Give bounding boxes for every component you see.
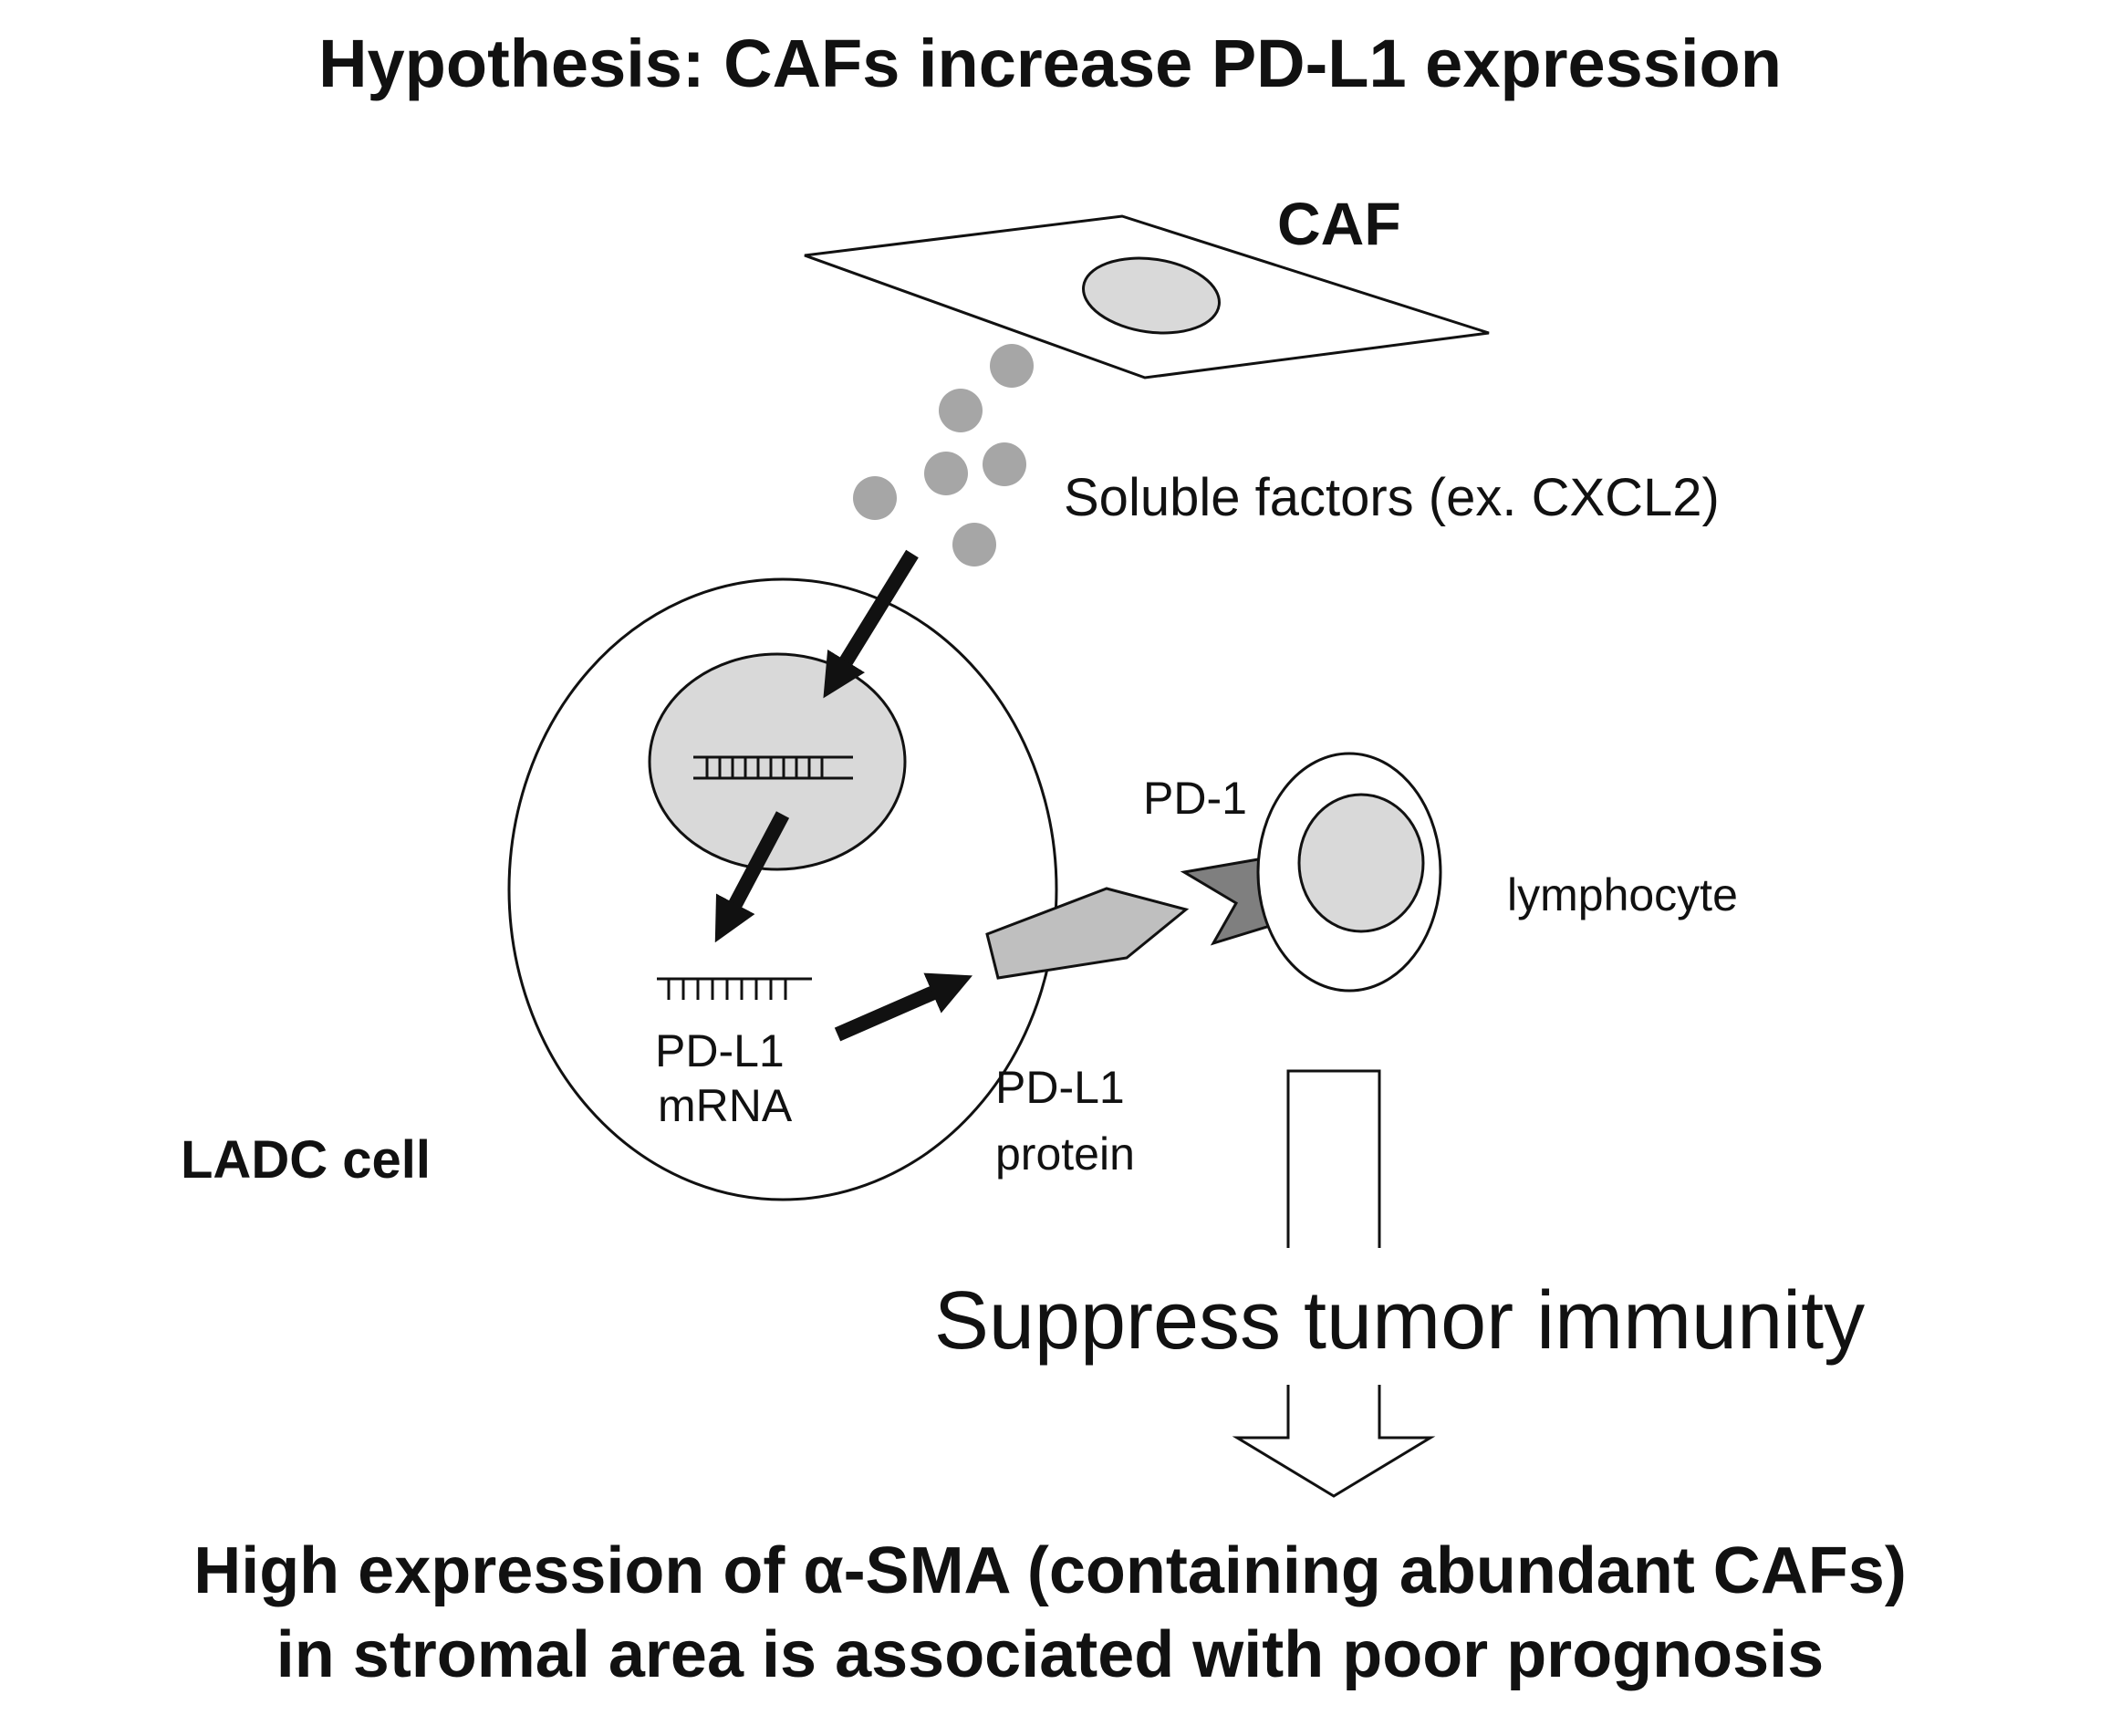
lymphocyte-nucleus xyxy=(1297,793,1425,933)
pdl1-protein-label-line1: PD-L1 xyxy=(995,1062,1125,1113)
factor-dot xyxy=(952,523,996,567)
factor-dot xyxy=(853,476,897,520)
pd1-label: PD-1 xyxy=(1143,773,1247,824)
pdl1-protein-shape xyxy=(985,887,1190,980)
suppress-immunity-text: Suppress tumor immunity xyxy=(934,1275,1865,1367)
ladc-cell-label: LADC cell xyxy=(181,1130,431,1190)
soluble-factors-label: Soluble factors (ex. CXCL2) xyxy=(1064,468,1720,527)
lymphocyte-label: lymphocyte xyxy=(1507,869,1738,920)
dna-icon xyxy=(693,755,853,780)
conclusion-line2: in stromal area is associated with poor … xyxy=(276,1618,1824,1691)
factor-dot xyxy=(990,344,1034,388)
pdl1-protein-label-line2: protein xyxy=(995,1128,1135,1180)
caf-label: CAF xyxy=(1277,190,1401,257)
ladc-nucleus xyxy=(648,652,907,871)
mrna-icon xyxy=(657,977,812,1000)
arrow-nucleus-to-mrna xyxy=(714,811,790,943)
caf-cell xyxy=(804,214,1490,379)
ladc-cell-body xyxy=(507,577,1058,1201)
diagram-title: Hypothesis: CAFs increase PD-L1 expressi… xyxy=(318,26,1782,101)
pdl1-mrna-label-line2: mRNA xyxy=(658,1080,793,1131)
factor-dot xyxy=(983,442,1026,486)
conclusion-line1: High expression of α-SMA (containing abu… xyxy=(193,1534,1907,1607)
hollow-down-arrow xyxy=(1232,1069,1436,1498)
arrow-mrna-to-protein xyxy=(834,972,972,1042)
pdl1-mrna-label-line1: PD-L1 xyxy=(655,1025,785,1076)
arrow-factor-to-nucleus xyxy=(823,549,919,699)
factor-dot xyxy=(924,452,968,495)
factor-dot xyxy=(939,389,983,432)
caf-nucleus xyxy=(1082,256,1221,335)
soluble-factors xyxy=(853,344,1034,567)
